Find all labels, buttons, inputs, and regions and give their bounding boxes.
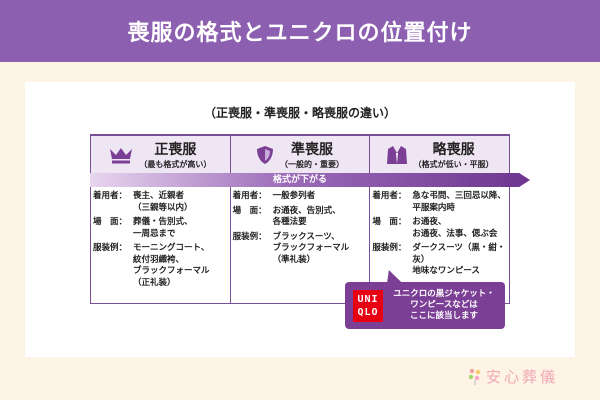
row-key: 着用者： [232, 191, 267, 201]
column-informal: 着用者： 急な弔問、三回忌以降、 平服案内時 場 面： お通夜、 お通夜、法事、偲ぶ… [370, 187, 509, 304]
column-title: 略喪服 [432, 142, 475, 158]
jacket-icon [386, 145, 407, 164]
table-row: 着用者： 急な弔問、三回忌以降、 平服案内時 [372, 191, 509, 214]
header-cell: 準喪服 （一般的・重要） [231, 136, 371, 173]
row-value: ダークスーツ（黒・紺・灰） 地味なワンピース [412, 243, 506, 276]
row-key: 場 面： [372, 217, 407, 227]
column-title: 準喪服 [291, 142, 333, 158]
content-card: （正喪服・準喪服・略喪服の違い） 正喪服 （最も格式が高い） 準喪服 （一般的・重要… [25, 82, 575, 357]
row-key: 着用者： [93, 191, 128, 201]
callout-text: ユニクロの黒ジャケット・ ワンピースなどは ここに該当します [393, 289, 495, 321]
table-row: 着用者： 一般参列者 [233, 191, 370, 203]
row-value: お通夜、告別式、 各種法要 [272, 205, 341, 228]
flower-icon [468, 368, 481, 385]
logo-text-top: UNI [357, 293, 379, 305]
table-row: 服装例： ダークスーツ（黒・紺・灰） 地味なワンピース [372, 243, 509, 278]
row-key: 場 面： [232, 205, 267, 216]
row-value: ブラックスーツ、 ブラックフォーマル （準礼装） [272, 231, 350, 265]
table-header-row: 正喪服 （最も格式が高い） 準喪服 （一般的・重要） 略喪服 （格式が低い・平服） [91, 136, 509, 173]
row-key: 服装例： [372, 243, 407, 253]
table-body: 着用者： 喪主、近親者 （三親等以内） 場 面： 葬儀・告別式、 一周忌まで 服装例… [91, 187, 509, 304]
page-title: 喪服の格式とユニクロの位置付け [127, 21, 473, 46]
header-cell: 略喪服 （格式が低い・平服） [370, 136, 509, 173]
table-row: 場 面： お通夜、告別式、 各種法要 [233, 206, 370, 229]
row-key: 場 面： [93, 217, 128, 227]
column-subtitle: （最も格式が高い） [139, 160, 212, 169]
column-semi-formal: 着用者： 一般参列者 場 面： お通夜、告別式、 各種法要 服装例： ブラックスーツ、… [231, 187, 371, 304]
row-value: 急な弔問、三回忌以降、 平服案内時 [412, 191, 506, 213]
column-subtitle: （一般的・重要） [280, 160, 344, 169]
subtitle: （正喪服・準喪服・略喪服の違い） [203, 106, 396, 120]
table-row: 場 面： お通夜、 お通夜、法事、偲ぶ会 [372, 217, 509, 240]
column-title: 正喪服 [154, 142, 197, 158]
brand-logo: 安心葬儀 [468, 366, 558, 387]
header: 喪服の格式とユニクロの位置付け [0, 0, 600, 62]
arrow-label: 格式が下がる [272, 175, 327, 185]
brand-name: 安心葬儀 [486, 368, 559, 386]
row-value: 葬儀・告別式、 一周忌まで [133, 217, 193, 239]
arrow-bar [90, 173, 530, 187]
table-row: 服装例： モーニングコート、 紋付羽織袴、 ブラックフォーマル （正礼装） [93, 243, 230, 289]
row-value: お通夜、 お通夜、法事、偲ぶ会 [412, 217, 498, 239]
table-row: 服装例： ブラックスーツ、 ブラックフォーマル （準礼装） [233, 232, 370, 267]
logo-text-bottom: QLO [357, 306, 379, 318]
column-subtitle: （格式が低い・平服） [413, 160, 494, 169]
crown-icon [110, 147, 133, 163]
row-key: 服装例： [93, 243, 128, 253]
header-cell: 正喪服 （最も格式が高い） [91, 136, 231, 173]
table-row: 着用者： 喪主、近親者 （三親等以内） [93, 191, 230, 214]
row-value: 喪主、近親者 （三親等以内） [133, 191, 193, 213]
table-row: 場 面： 葬儀・告別式、 一周忌まで [93, 217, 230, 240]
row-value: モーニングコート、 紋付羽織袴、 ブラックフォーマル （正礼装） [133, 243, 210, 288]
row-key: 服装例： [232, 231, 267, 242]
column-formal: 着用者： 喪主、近親者 （三親等以内） 場 面： 葬儀・告別式、 一周忌まで 服装例… [91, 187, 231, 304]
row-key: 着用者： [372, 191, 407, 201]
mourning-table: 正喪服 （最も格式が高い） 準喪服 （一般的・重要） 略喪服 （格式が低い・平服） 格… [90, 134, 530, 304]
row-value: 一般参列者 [272, 191, 316, 201]
shield-icon [257, 145, 273, 164]
